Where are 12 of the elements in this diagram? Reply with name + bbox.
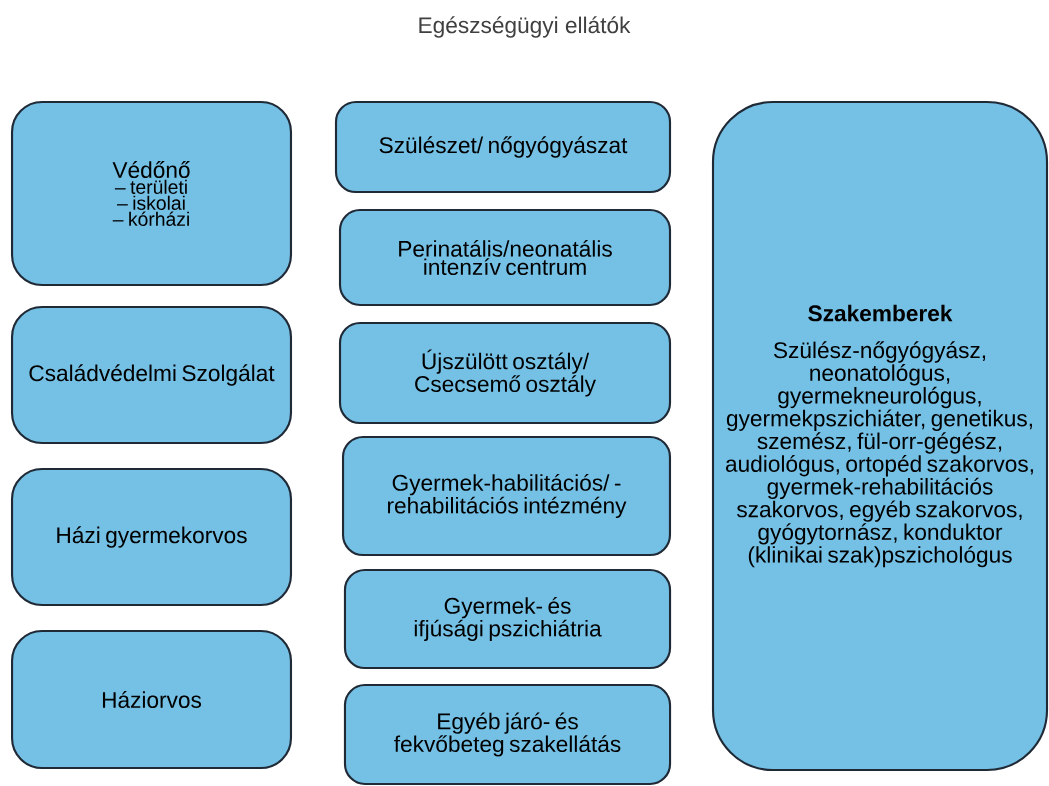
rounded-box: Háziorvos: [10, 629, 293, 770]
rounded-box: Szülészet/ nőgyógyászat: [334, 100, 672, 194]
title: Egészségügyi ellátók: [419, 16, 631, 38]
rounded-box: Egyéb járó- és fekvőbeteg szakellátás: [343, 683, 672, 786]
rounded-box: Családvédelmi Szolgálat: [10, 305, 293, 445]
rounded-box: Védőnő – területi – iskolai – kórházi: [10, 100, 293, 287]
rounded-box: Újszülött osztály/ Csecsemő osztály: [338, 321, 672, 425]
rounded-box: Perinatális/neonatális intenzív centrum: [338, 208, 672, 307]
rounded-box: Szakemberek Szülész-nőgyógyász, neonatológus, gyermekneurológus, gyermekpszichiáter, genetikus, szemész, fül-orr-gégész, audiológus, ortopéd szakorvos, gyermek-rehabilitációs szakorvos, egyéb szakorvos, gyógytornász, konduktor (klinikai szak)pszichológus: [711, 100, 1049, 772]
rounded-box: Gyermek-habilitációs/ -rehabilitációs intézmény: [341, 435, 672, 557]
rounded-box: Gyermek- és ifjúsági pszichiátria: [343, 568, 672, 670]
rounded-box: Házi gyermekorvos: [10, 467, 293, 607]
